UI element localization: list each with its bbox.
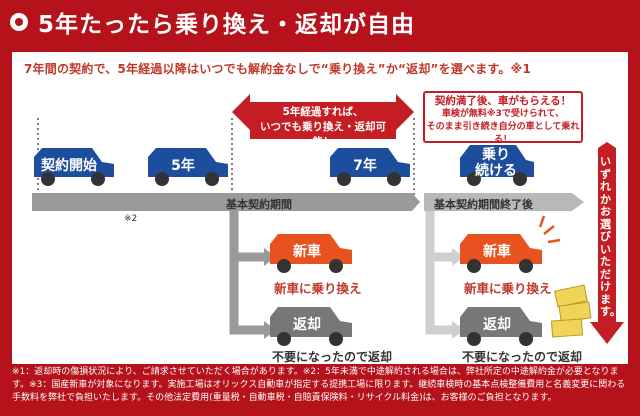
car-year5-label: 5年 xyxy=(171,158,195,174)
circle-bullet-icon xyxy=(10,13,28,31)
car-start-label: 契約開始 xyxy=(41,158,97,174)
new-car-after-icon xyxy=(460,234,542,273)
basic-period-label: 基本契約期間 xyxy=(226,198,292,211)
car-start-icon xyxy=(34,148,114,186)
gift-text: 契約満了後、車がもらえる！ 車検が無料※3で受けられて、 そのまま引き続き自分の… xyxy=(426,95,580,145)
return-after-caption: 不要になったので返却 xyxy=(462,350,583,364)
side-text: いずれかお選びいただけます。 xyxy=(600,155,621,318)
new-car-5-label: 新車 xyxy=(293,244,321,260)
page-title: 5年たったら乗り換え・返却が自由 xyxy=(38,12,416,38)
car-year7-label: 7年 xyxy=(353,158,377,174)
car-keep-label: 乗り 続ける xyxy=(475,147,517,179)
after-period-track xyxy=(424,193,584,211)
new-car-5-icon xyxy=(270,234,352,273)
callout-text: 5年経過すれば、 いつでも乗り換え・返却可能！ xyxy=(260,106,386,148)
footnotes: ※1：返却時の傷損状況により、ご請求させていただく場合があります。※2：5年未満… xyxy=(12,367,626,403)
return-after-label: 返却 xyxy=(483,317,511,333)
branch-line-5 xyxy=(229,211,272,335)
note2-label: ※2 xyxy=(124,214,138,224)
diagram-panel: 7年間の契約で、5年経過以降はいつでも解約金なしで“乗り換え”か“返却”を選べま… xyxy=(12,52,628,364)
new-car-after-label: 新車 xyxy=(483,244,511,260)
car-year7-icon xyxy=(330,148,410,186)
return-car-5-icon xyxy=(270,307,352,346)
new-car-after-caption: 新車に乗り換え xyxy=(464,281,552,296)
branch-line-after xyxy=(425,211,460,335)
car-year5-icon xyxy=(148,148,228,186)
after-period-label: 基本契約期間終了後 xyxy=(434,198,533,211)
header: 5年たったら乗り換え・返却が自由 xyxy=(0,0,640,44)
side-arrow xyxy=(590,148,624,344)
return-car-after-icon xyxy=(460,307,542,346)
gift-box xyxy=(423,91,583,143)
basic-period-track xyxy=(32,193,420,211)
callout-box xyxy=(250,102,396,139)
diagram-shapes xyxy=(32,91,624,346)
sparkle-icon xyxy=(538,215,561,244)
return-5-label: 返却 xyxy=(293,317,321,333)
money-icon xyxy=(550,284,592,338)
car-keep-icon xyxy=(460,145,534,186)
return-5-caption: 不要になったので返却 xyxy=(272,350,393,364)
new-car-5-caption: 新車に乗り換え xyxy=(274,281,362,296)
intro-text: 7年間の契約で、5年経過以降はいつでも解約金なしで“乗り換え”か“返却”を選べま… xyxy=(24,62,532,76)
